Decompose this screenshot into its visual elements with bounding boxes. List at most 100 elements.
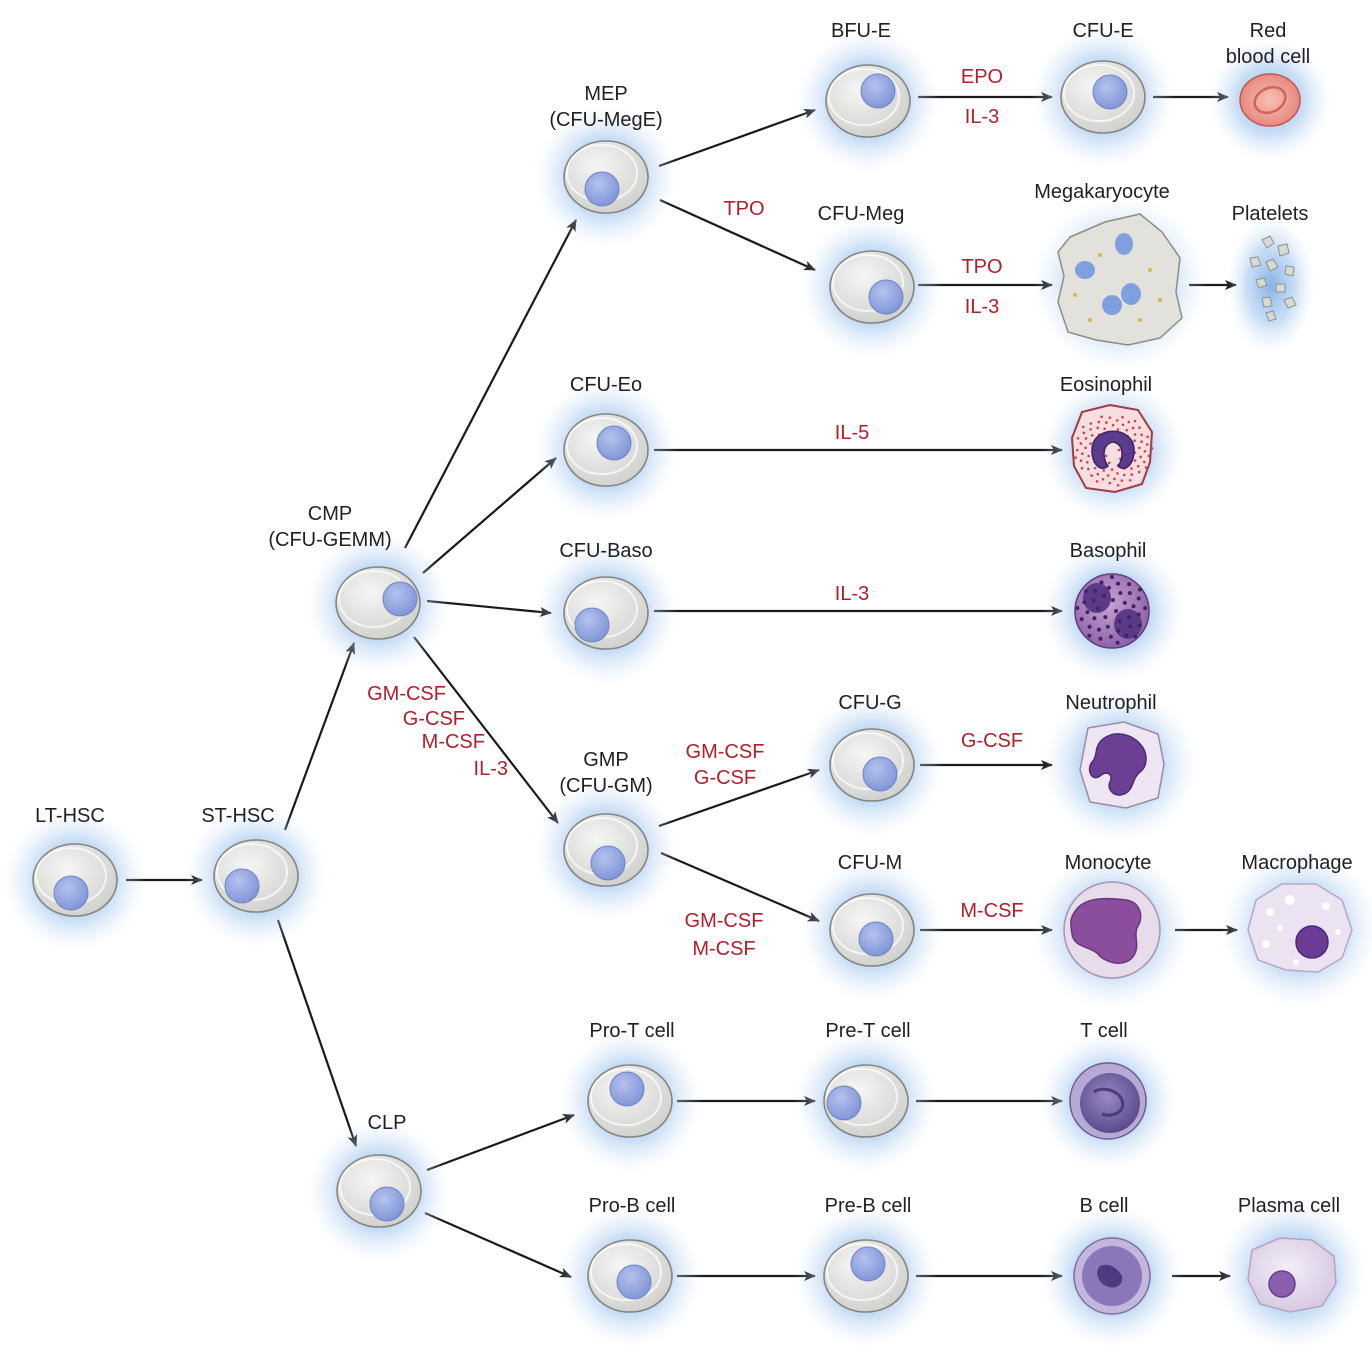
eosinophil-granule xyxy=(1146,435,1149,439)
eosinophil-granule xyxy=(1133,433,1137,436)
eosinophil-granule xyxy=(1125,428,1128,432)
label-bfu-e: BFU-E xyxy=(831,20,891,42)
eosinophil-granule xyxy=(1147,454,1151,458)
eosinophil-granule xyxy=(1130,467,1133,470)
eosinophil-granule xyxy=(1108,416,1112,419)
basophil-granule xyxy=(1137,623,1142,628)
cell-nucleus xyxy=(382,581,418,617)
label-red-blood-cell-1: Red xyxy=(1250,20,1287,42)
eosinophil-granule xyxy=(1090,434,1094,437)
basophil-granule xyxy=(1079,617,1084,622)
eosinophil-granule xyxy=(1140,440,1143,444)
cell-highlight xyxy=(566,417,638,475)
progenitor-cell-pre-b xyxy=(794,1204,938,1348)
eosinophil-granule xyxy=(1096,426,1100,430)
basophil-granule xyxy=(1102,593,1107,598)
eosinophil-granule xyxy=(1079,442,1083,445)
progenitor-cell-bfu-e xyxy=(796,29,940,173)
eosinophil-granule xyxy=(1101,477,1105,481)
red-blood-cell-icon xyxy=(1208,38,1332,162)
eosinophil-granule xyxy=(1115,419,1119,422)
factor-bfu-il3: IL-3 xyxy=(965,106,999,128)
basophil-granule xyxy=(1110,575,1114,579)
megakaryocyte-icon xyxy=(1032,195,1208,371)
basophil-granule xyxy=(1096,627,1101,632)
factor-baso-il3: IL-3 xyxy=(835,583,869,605)
progenitor-cell-mep xyxy=(534,105,678,249)
basophil-granule xyxy=(1099,580,1104,585)
factor-cfum-mcsf: M-CSF xyxy=(960,900,1023,922)
basophil-granule xyxy=(1087,633,1092,638)
cell-nucleus xyxy=(590,845,626,881)
factor-cmp-gcsf: G-CSF xyxy=(403,708,465,730)
factor-meg-il3: IL-3 xyxy=(965,296,999,318)
eosinophil-granule xyxy=(1142,460,1146,464)
label-cfu-m: CFU-M xyxy=(838,852,902,874)
eosinophil-granule xyxy=(1137,470,1141,474)
label-cfu-meg: CFU-Meg xyxy=(818,203,905,225)
factor-cmp-il3: IL-3 xyxy=(474,758,508,780)
cell-nucleus xyxy=(224,868,260,904)
cell-highlight xyxy=(828,68,900,126)
cell-nucleus xyxy=(1092,74,1128,110)
eosinophil-granule xyxy=(1074,456,1077,459)
eosinophil-granule xyxy=(1128,478,1132,482)
cell-nucleus xyxy=(596,425,632,461)
eosinophil-granule xyxy=(1120,479,1124,482)
eosinophil-granule xyxy=(1089,442,1092,445)
mature-cells xyxy=(1032,38,1372,1349)
cell-highlight xyxy=(826,1068,898,1126)
label-cfu-baso: CFU-Baso xyxy=(559,540,652,562)
label-b-cell: B cell xyxy=(1080,1195,1129,1217)
factor-gmp-m-mcsf: M-CSF xyxy=(692,938,755,960)
label-eosinophil: Eosinophil xyxy=(1060,374,1152,396)
basophil-granule xyxy=(1124,633,1129,638)
label-cfu-e: CFU-E xyxy=(1072,20,1133,42)
eosinophil-granule xyxy=(1100,415,1103,419)
progenitor-cell-gmp xyxy=(534,778,678,922)
label-pre-b: Pre-B cell xyxy=(825,1195,912,1217)
cell-nucleus xyxy=(826,1085,862,1121)
basophil-granule xyxy=(1136,612,1141,617)
basophil-granule xyxy=(1087,624,1092,629)
basophil-granule xyxy=(1136,596,1141,601)
cell-nucleus xyxy=(860,73,896,109)
label-mep: MEP xyxy=(584,83,627,105)
eosinophil-granule xyxy=(1105,421,1108,424)
progenitor-cell-pre-t xyxy=(794,1029,938,1173)
label-mep-sub: (CFU-MegE) xyxy=(549,109,662,131)
basophil-granule xyxy=(1127,582,1132,587)
cell-nucleus xyxy=(858,921,894,957)
cell-body xyxy=(563,576,649,650)
eosinophil-granule xyxy=(1116,483,1120,487)
label-pro-b: Pro-B cell xyxy=(589,1195,676,1217)
factor-cmp-mcsf: M-CSF xyxy=(422,731,485,753)
basophil-granule xyxy=(1085,610,1090,615)
cell-nucleus xyxy=(574,607,610,643)
cell-nucleus xyxy=(584,171,620,207)
eosinophil-granule xyxy=(1093,466,1097,470)
label-red-blood-cell-2: blood cell xyxy=(1226,46,1311,68)
arrow-sthsc-clp xyxy=(276,919,358,1147)
arrow-gmp-cfug xyxy=(658,768,820,828)
basophil-granule xyxy=(1127,615,1132,620)
progenitor-cell-cmp xyxy=(306,531,450,675)
factor-cmp-gmcsf: GM-CSF xyxy=(367,683,446,705)
arrow-cmp-mep xyxy=(404,219,577,549)
cell-highlight xyxy=(832,732,904,790)
basophil-granule xyxy=(1115,640,1120,645)
eosinophil-granule xyxy=(1087,454,1090,458)
basophil-granule xyxy=(1105,624,1110,629)
basophil-granule xyxy=(1118,591,1123,596)
cell-nucleus xyxy=(616,1264,652,1300)
basophil-granule xyxy=(1116,581,1121,586)
basophil-granule xyxy=(1133,634,1138,639)
basophil-granule xyxy=(1110,597,1115,602)
eosinophil-granule xyxy=(1089,422,1093,425)
basophil-granule xyxy=(1143,606,1148,611)
eosinophil-granule xyxy=(1143,449,1147,453)
factor-gmp-m-gmcsf: GM-CSF xyxy=(685,910,764,932)
progenitor-cell-cfu-g xyxy=(800,693,944,837)
factor-bfu-epo: EPO xyxy=(961,66,1003,88)
